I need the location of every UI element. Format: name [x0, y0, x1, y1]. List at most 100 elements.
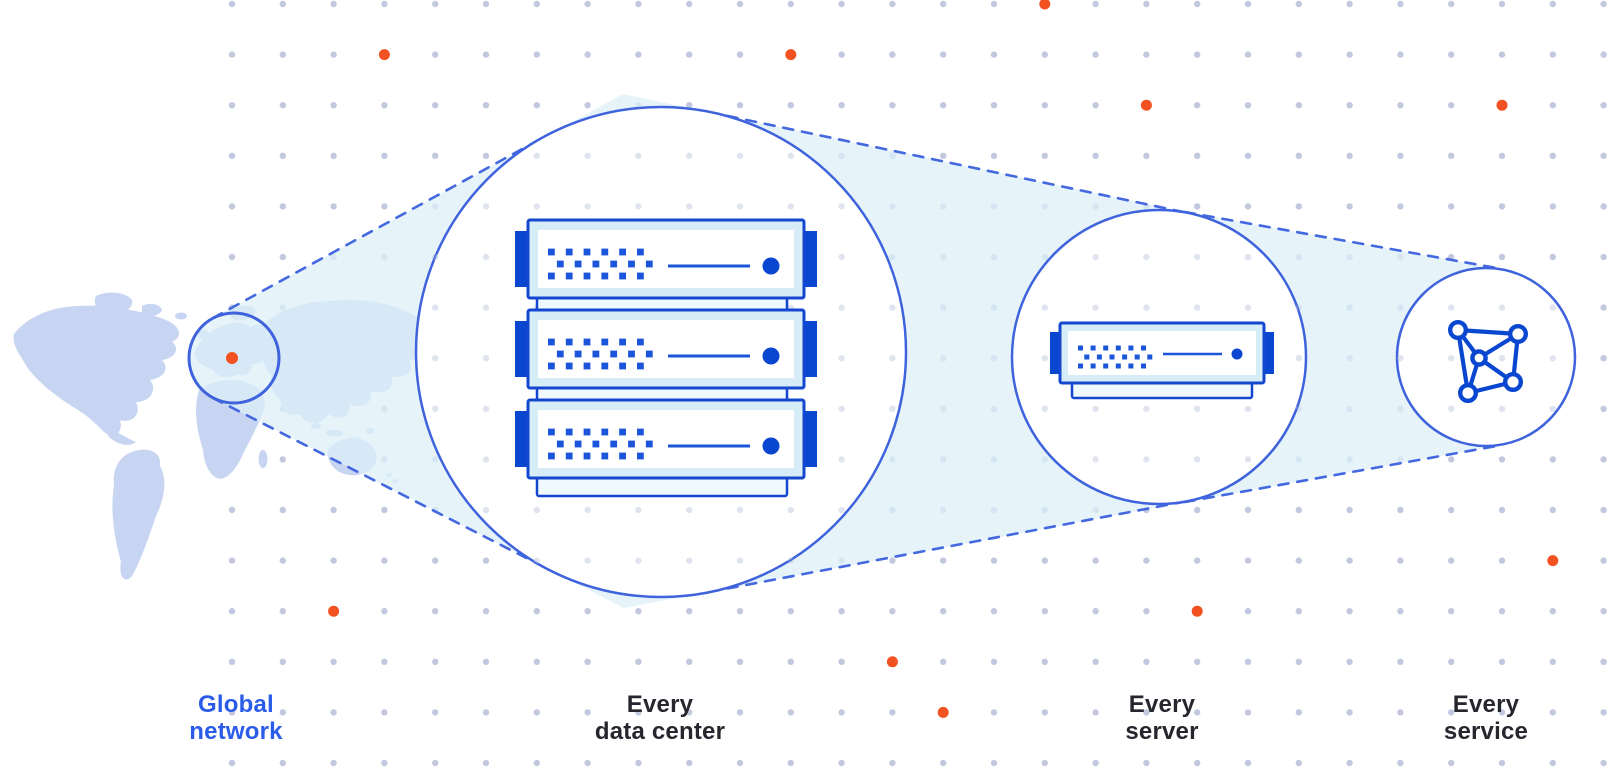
grid-dot [1295, 102, 1303, 109]
server-tab-right [1264, 332, 1274, 374]
vent-dot [1078, 345, 1083, 351]
grid-dot [736, 51, 744, 58]
grid-dot [940, 658, 947, 665]
vent-dot [628, 350, 635, 358]
grid-dot [1549, 709, 1557, 716]
grid-dot [686, 709, 693, 716]
grid-dot [1092, 759, 1099, 767]
vent-dot [1134, 354, 1140, 360]
vent-dot [645, 350, 653, 358]
grid-dot [381, 506, 388, 514]
grid-dot [1397, 759, 1404, 767]
grid-dot [1448, 203, 1455, 210]
vent-dot [1122, 354, 1128, 360]
grid-dot [482, 557, 490, 564]
grid-dot [787, 658, 794, 665]
vent-dot [1115, 345, 1121, 351]
grid-dot [482, 0, 490, 8]
grid-dot [482, 709, 490, 716]
grid-dot [279, 658, 286, 665]
grid-dot [1041, 102, 1049, 109]
grid-dot [381, 608, 388, 615]
grid-dot [1448, 0, 1455, 8]
vent-dot [565, 452, 573, 460]
vent-dot [565, 272, 573, 280]
grid-dot [889, 51, 896, 58]
grid-dot [584, 0, 591, 8]
grid-dot [432, 658, 439, 665]
vent-dot [592, 440, 600, 448]
grid-dot [279, 152, 286, 159]
grid-dot [330, 709, 337, 716]
grid-dot [1448, 456, 1455, 463]
grid-dot [482, 152, 490, 159]
vent-dot [1090, 363, 1096, 369]
grid-dot [838, 0, 845, 8]
vent-dot [601, 248, 609, 256]
vent-dot [565, 362, 573, 370]
vent-dot [583, 452, 591, 460]
server-tab-left [515, 231, 528, 287]
vent-dot [583, 272, 591, 280]
grid-dot [1346, 51, 1353, 58]
vent-dot [1128, 363, 1134, 369]
grid-dot [1244, 658, 1252, 665]
grid-dot [330, 557, 337, 564]
vent-dot [1141, 345, 1146, 351]
grid-dot [533, 0, 540, 8]
grid-dot [1549, 658, 1557, 665]
grid-dot [990, 557, 998, 564]
grid-dot [1244, 557, 1252, 564]
grid-dot [889, 0, 896, 8]
grid-dot [1041, 709, 1049, 716]
label-line: Global [198, 691, 274, 718]
dashed-guide-line [1183, 443, 1504, 504]
grid-dot [1244, 709, 1252, 716]
vent-dot [583, 362, 591, 370]
vent-dot [548, 272, 555, 280]
server-power-dot [1231, 348, 1243, 360]
grid-dot [1244, 506, 1252, 514]
grid-dot [584, 102, 591, 109]
grid-dot [279, 456, 286, 463]
grid-dot [635, 51, 642, 58]
grid-dot [635, 658, 642, 665]
grid-dot [1194, 506, 1201, 514]
grid-dot [1194, 709, 1201, 716]
label-every-service: Every service [1444, 691, 1528, 745]
grid-dot [1397, 102, 1404, 109]
vent-dot [619, 362, 626, 370]
grid-dot [1498, 456, 1506, 463]
grid-dot [432, 709, 439, 716]
grid-dot [279, 759, 286, 767]
vent-dot [610, 350, 618, 358]
grid-dot [1549, 253, 1557, 261]
grid-dot [686, 759, 693, 767]
grid-dot [838, 759, 845, 767]
label-line: server [1125, 718, 1199, 745]
grid-dot [330, 152, 337, 159]
grid-dot [1397, 658, 1404, 665]
grid-dot [381, 658, 388, 665]
grid-dot [1194, 658, 1201, 665]
vent-dot [556, 350, 564, 358]
grid-dot [1244, 102, 1252, 109]
grid-dot [432, 0, 439, 8]
island-iceland [175, 312, 187, 320]
grid-dot [1346, 557, 1353, 564]
grid-dot [1549, 152, 1557, 159]
grid-dot [736, 608, 744, 615]
grid-dot [838, 658, 845, 665]
vent-dot [574, 440, 582, 448]
vent-dot [610, 260, 618, 268]
dashed-guide-lines [211, 110, 1504, 594]
grid-dot [1448, 51, 1455, 58]
grid-dot [787, 709, 794, 716]
vent-dot [601, 338, 609, 346]
vent-dot [637, 452, 644, 460]
grid-dot [1549, 0, 1557, 8]
grid-dot [1295, 709, 1303, 716]
grid-dot [1041, 51, 1049, 58]
orange-grid-dot [328, 605, 340, 617]
